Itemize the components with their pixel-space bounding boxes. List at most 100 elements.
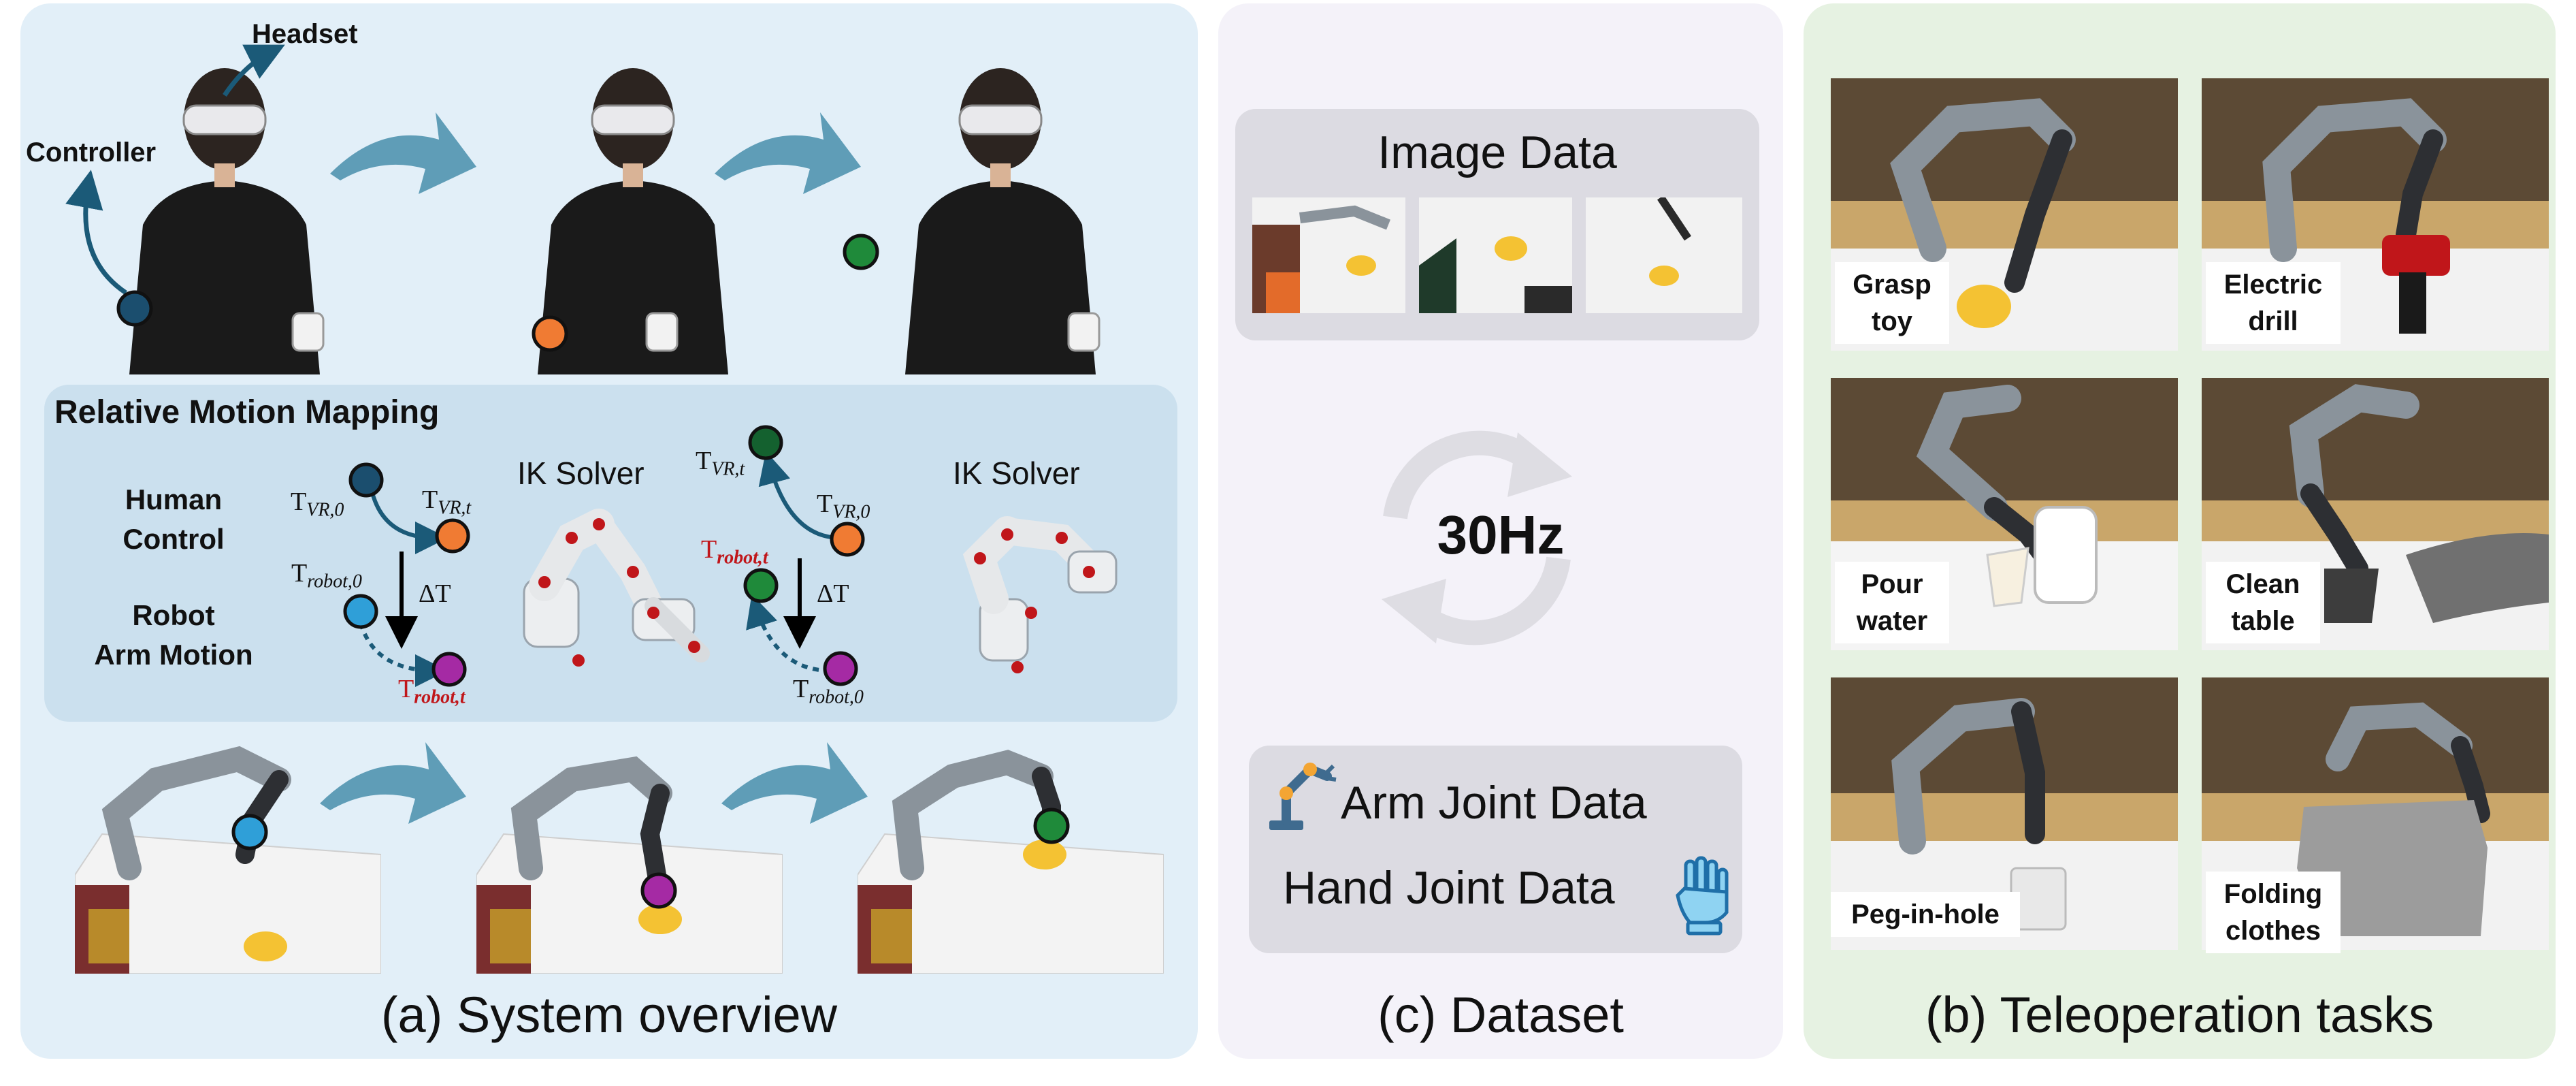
robott-dot-left <box>431 652 467 687</box>
thumbnail-1 <box>1252 197 1405 313</box>
cycle-icon <box>1382 430 1572 645</box>
vr0-dot-left <box>348 462 384 498</box>
robot-arm-motion-line-1: Robot <box>132 599 215 631</box>
task-label-pour-water-line-1: Pour <box>1861 569 1923 599</box>
label-t-robot-t-left-main: T <box>398 675 414 703</box>
label-t-vr-t-left-sub: VR,t <box>438 497 472 519</box>
vr-motion-arrow-left <box>369 486 448 554</box>
ik-robot-left-joints <box>538 518 700 667</box>
vrt-dot-right <box>748 425 783 460</box>
task-photo-folding-clothes <box>2202 677 2549 950</box>
label-t-robot-t-right-main: T <box>701 535 717 564</box>
robot-dot-blue <box>231 814 268 850</box>
robot-motion-arrow-right <box>746 594 831 673</box>
robot0-dot-right <box>823 651 858 686</box>
robot-photo-1 <box>74 739 382 974</box>
ik-robot-left <box>523 509 710 662</box>
human-control-line-2: Control <box>123 523 225 555</box>
task-label-pour-water: Pour water <box>1835 562 1949 643</box>
label-t-robot-0-left-sub: robot,0 <box>307 571 362 592</box>
label-t-robot-0-left-main: T <box>291 559 308 588</box>
controller-pointer-arrow <box>65 170 127 295</box>
robot-photo-3 <box>857 739 1164 974</box>
dataset-caption: (c) Dataset <box>1377 987 1624 1043</box>
label-t-vr-0-right-main: T <box>817 490 833 518</box>
human-control-line-1: Human <box>125 483 223 515</box>
label-t-robot-0-right-sub: robot,0 <box>809 686 864 708</box>
label-t-vr-t-right-sub: VR,t <box>711 458 745 480</box>
hand-joint-data: Hand Joint Data <box>1283 862 1615 914</box>
label-t-robot-t-right: Trobot,t <box>701 534 768 569</box>
task-label-folding-clothes-line-2: clothes <box>2225 916 2321 946</box>
task-label-clean-table: Clean table <box>2206 562 2320 643</box>
robot-arm-motion-label: Robot Arm Motion <box>88 596 259 675</box>
ik-solver-label-right: IK Solver <box>953 456 1080 491</box>
ik-robot-right-joints <box>974 528 1095 673</box>
task-label-folding-clothes: Folding clothes <box>2206 872 2341 953</box>
robot-dot-green <box>1033 808 1070 844</box>
vrt-dot-left <box>435 518 470 554</box>
flow-arrow-2 <box>715 112 861 194</box>
flow-arrow-4 <box>721 742 868 824</box>
label-t-robot-0-right-main: T <box>793 675 809 703</box>
robot-motion-arrow-left <box>359 622 448 687</box>
overview-bottom-overlay <box>231 742 1070 909</box>
label-t-vr-t-left: TVR,t <box>422 485 471 520</box>
task-label-peg-in-hole-line-1: Peg-in-hole <box>1851 899 2000 929</box>
label-delta-t-right: ΔT <box>817 579 849 608</box>
mapping-diagram <box>343 425 1118 687</box>
human-photo-3 <box>858 54 1143 374</box>
controller-dot-green <box>843 234 879 270</box>
label-t-vr-t-right: TVR,t <box>696 446 745 481</box>
human-photo-2 <box>490 54 776 374</box>
task-photo-grasp-toy <box>1831 78 2178 351</box>
label-t-robot-0-right: Trobot,0 <box>793 674 864 709</box>
task-label-grasp-toy-line-1: Grasp <box>1853 270 1931 300</box>
controller-dot-orange <box>532 315 568 352</box>
vr0-dot-right <box>830 522 865 557</box>
label-delta-t-left: ΔT <box>419 579 451 608</box>
label-t-vr-0-left-sub: VR,0 <box>306 499 344 521</box>
task-label-clean-table-line-2: table <box>2231 606 2295 636</box>
label-t-robot-t-left: Trobot,t <box>398 674 466 709</box>
mapping-title: Relative Motion Mapping <box>54 394 440 430</box>
task-label-electric-drill: Electric drill <box>2206 262 2341 344</box>
image-data-title: Image Data <box>1377 127 1617 178</box>
robot0-dot-left <box>343 594 378 629</box>
label-t-vr-0-left-main: T <box>291 488 307 516</box>
overview-top-overlay <box>65 44 879 352</box>
label-t-robot-t-right-sub: robot,t <box>717 547 768 569</box>
task-label-peg-in-hole: Peg-in-hole <box>1831 892 2020 937</box>
thumbnail-2 <box>1419 197 1572 313</box>
flow-arrow-1 <box>330 112 476 194</box>
hand-glove-icon <box>1676 856 1729 936</box>
headset-pointer-arrow <box>223 44 285 97</box>
ik-robot-right <box>962 516 1118 662</box>
label-t-vr-t-left-main: T <box>422 485 438 514</box>
controller-label: Controller <box>26 138 157 167</box>
human-photo-1 <box>82 54 368 374</box>
label-t-vr-t-right-main: T <box>696 447 712 475</box>
task-label-pour-water-line-2: water <box>1856 606 1928 636</box>
image-thumbnails <box>1252 195 1742 313</box>
robot-arm-motion-line-2: Arm Motion <box>94 639 253 671</box>
arm-joint-data: Arm Joint Data <box>1341 777 1647 829</box>
label-t-robot-t-left-sub: robot,t <box>414 686 466 708</box>
robot-dot-purple <box>640 872 677 909</box>
tasks-caption: (b) Teleoperation tasks <box>1925 987 2434 1043</box>
label-t-vr-0-right-sub: VR,0 <box>832 501 870 523</box>
robot-arm-icon <box>1269 763 1337 830</box>
task-label-grasp-toy: Grasp toy <box>1835 262 1949 344</box>
vr-motion-arrow-right <box>758 451 841 540</box>
label-t-vr-0-right: TVR,0 <box>817 489 870 524</box>
label-t-vr-0-left: TVR,0 <box>291 487 344 522</box>
thumbnail-3 <box>1586 195 1742 313</box>
task-label-electric-drill-line-2: drill <box>2248 306 2298 336</box>
flow-arrow-3 <box>320 742 466 824</box>
ik-solver-label-left: IK Solver <box>517 456 645 491</box>
sampling-rate: 30Hz <box>1437 505 1565 565</box>
human-control-label: Human Control <box>88 480 259 559</box>
controller-dot-navy <box>116 290 153 327</box>
robott-dot-right <box>743 568 779 603</box>
label-t-robot-0-left: Trobot,0 <box>291 558 362 593</box>
